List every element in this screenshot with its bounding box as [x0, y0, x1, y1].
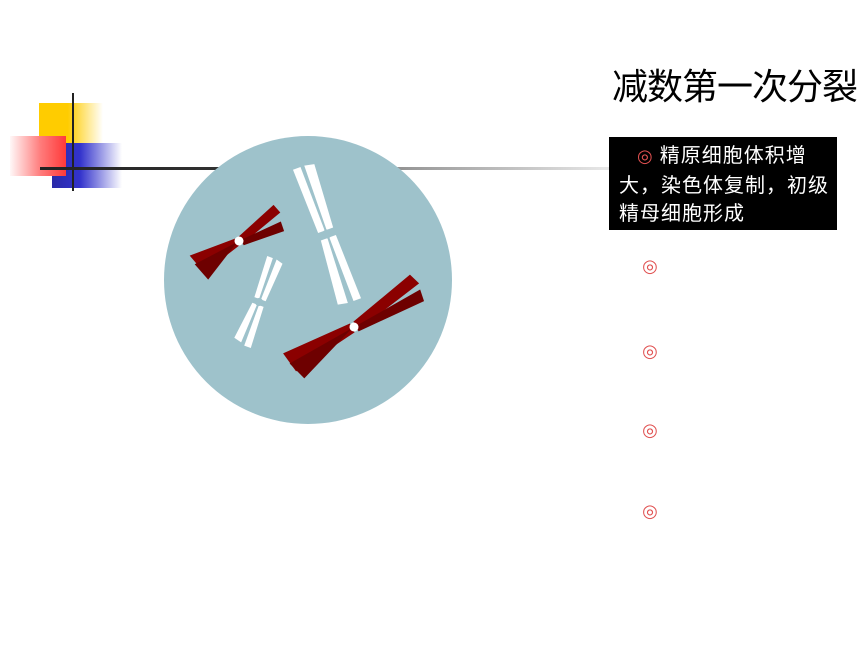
- double-circle-bullet-icon: ◎: [642, 256, 658, 277]
- double-circle-bullet-icon: ◎: [642, 501, 658, 522]
- step-label: 精原细胞体积增大，染色体复制，初级精母细胞形成: [619, 143, 829, 225]
- cell-body: [164, 136, 452, 424]
- centromere: [322, 229, 332, 239]
- centromere: [255, 298, 263, 306]
- step-text-1: ◎精原细胞体积增大，染色体复制，初级精母细胞形成: [619, 141, 831, 227]
- chromosome-red-small: [189, 204, 285, 280]
- double-circle-bullet-icon: ◎: [637, 146, 654, 167]
- vertical-rule: [72, 93, 74, 191]
- slide-title: 减数第一次分裂: [612, 67, 858, 108]
- corner-decoration: [0, 0, 130, 200]
- step-highlight-box: ◎精原细胞体积增大，染色体复制，初级精母细胞形成: [609, 137, 837, 230]
- cell-diagram: [164, 136, 452, 424]
- chromosome-red-large: [283, 274, 425, 379]
- double-circle-bullet-icon: ◎: [642, 420, 658, 441]
- red-square-decoration: [10, 136, 66, 176]
- centromere: [234, 236, 244, 246]
- chromosome-white-large: [292, 164, 362, 305]
- chromosome-white-small: [234, 256, 283, 348]
- double-circle-bullet-icon: ◎: [642, 341, 658, 362]
- centromere: [349, 322, 359, 332]
